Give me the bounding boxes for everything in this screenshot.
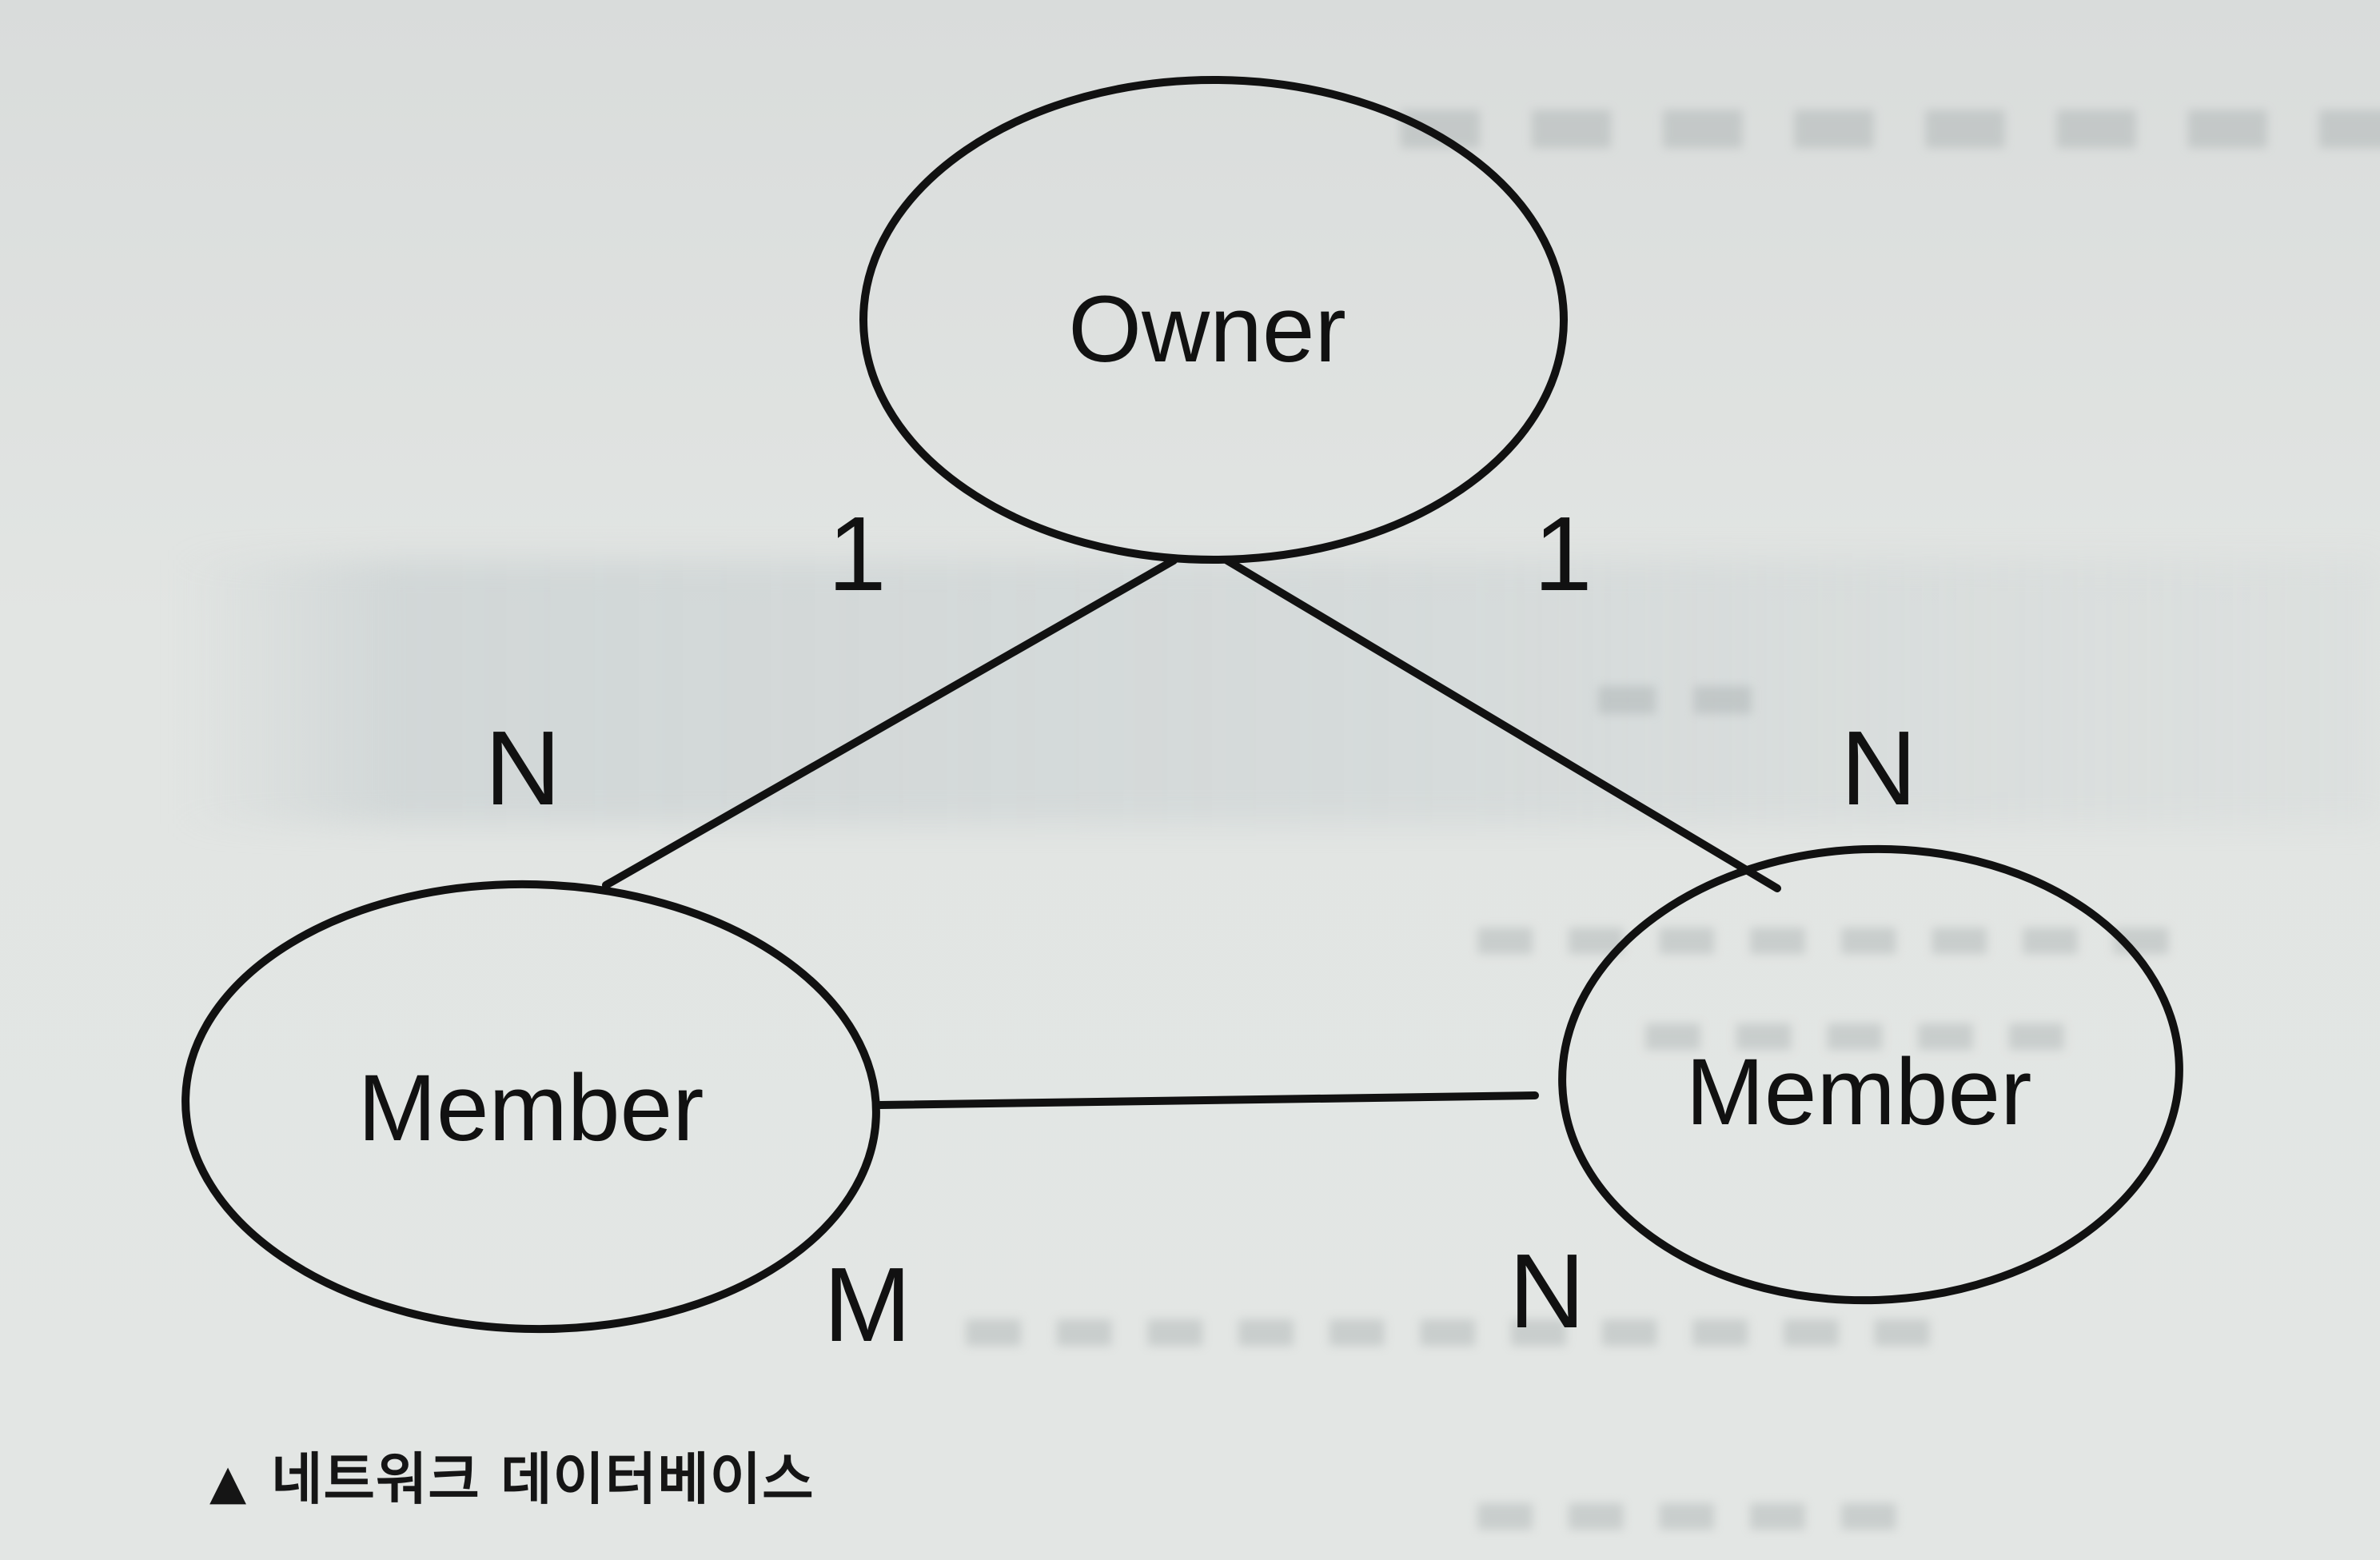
node-member-right-outline xyxy=(1558,844,2183,1305)
cardinality-member-right-bottom: N xyxy=(1509,1232,1585,1350)
node-member-left-label: Member xyxy=(358,1055,704,1161)
caption-text: 네트워크 데이터베이스 xyxy=(271,1446,815,1512)
svg-text:▬ ▬ ▬ ▬ ▬: ▬ ▬ ▬ ▬ ▬ xyxy=(1471,1469,1903,1553)
node-member-left-outline xyxy=(181,880,880,1334)
cardinality-member-right-top: N xyxy=(1840,709,1916,827)
edge-owner-member-left xyxy=(602,557,1178,889)
cardinality-member-left-top: N xyxy=(484,709,560,827)
svg-text:▬ ▬ ▬ ▬ ▬: ▬ ▬ ▬ ▬ ▬ xyxy=(1639,989,2071,1073)
node-owner: Owner xyxy=(859,76,1568,564)
svg-text:▬ ▬: ▬ ▬ xyxy=(1591,650,1759,738)
svg-text:▬ ▬ ▬ ▬ ▬ ▬ ▬ ▬: ▬ ▬ ▬ ▬ ▬ ▬ ▬ ▬ xyxy=(1391,59,2380,181)
svg-text:▬ ▬ ▬ ▬ ▬ ▬ ▬ ▬ ▬ ▬ ▬: ▬ ▬ ▬ ▬ ▬ ▬ ▬ ▬ ▬ ▬ ▬ xyxy=(959,1285,1935,1369)
node-member-right: Member xyxy=(1558,844,2183,1305)
svg-text:▬ ▬ ▬ ▬ ▬ ▬ ▬ ▬: ▬ ▬ ▬ ▬ ▬ ▬ ▬ ▬ xyxy=(1471,893,2175,977)
figure-caption: ▲ 네트워크 데이터베이스 xyxy=(209,1434,815,1515)
node-owner-outline xyxy=(859,76,1568,564)
cardinality-member-left-bottom: M xyxy=(823,1246,911,1363)
node-member-left: Member xyxy=(181,880,880,1334)
edge-owner-member-right xyxy=(1223,557,1781,892)
node-member-right-label: Member xyxy=(1686,1039,2032,1145)
background-shadow-band xyxy=(176,560,2380,824)
cardinality-owner-right: 1 xyxy=(1533,495,1592,612)
edge-member-left-member-right xyxy=(876,1091,1539,1109)
triangle-marker-icon: ▲ xyxy=(209,1454,248,1510)
cardinality-owner-left: 1 xyxy=(827,495,886,612)
node-owner-label: Owner xyxy=(1068,277,1346,382)
